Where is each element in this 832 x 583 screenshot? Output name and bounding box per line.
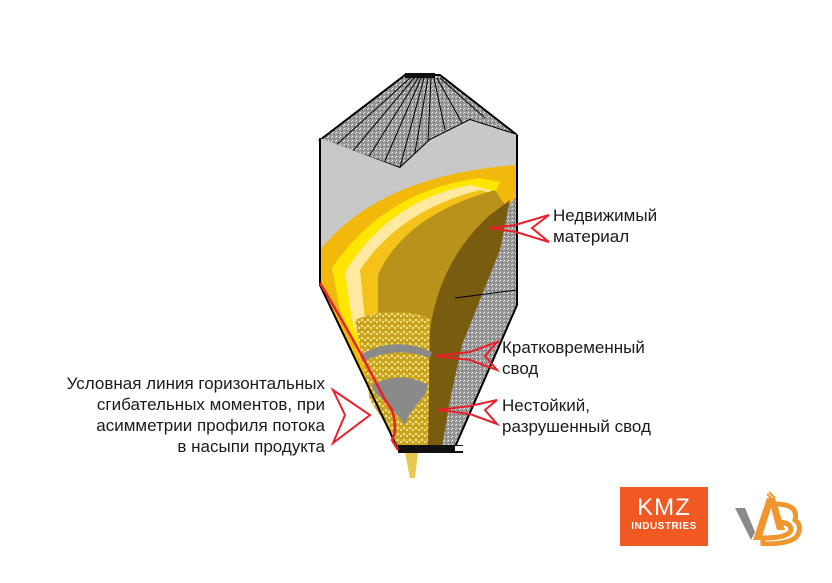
label-line: разрушенный свод — [502, 417, 651, 436]
label-unstable-arch: Нестойкий, разрушенный свод — [502, 395, 651, 437]
callout-arrows — [330, 214, 550, 447]
arrow-bending-line — [330, 387, 372, 447]
label-line: в насыпи продукта — [177, 437, 325, 456]
label-immobile-material: Недвижимый материал — [553, 205, 657, 247]
temporary-arch — [360, 344, 432, 362]
label-line: Условная линия горизонтальных — [66, 374, 325, 393]
kmz-logo-title: KMZ — [637, 494, 691, 521]
label-line: Нестойкий, — [502, 396, 590, 415]
unstable-arch — [372, 377, 428, 425]
falling-grain — [405, 453, 418, 478]
label-bending-line: Условная линия горизонтальных сгибательн… — [67, 373, 325, 457]
label-line: Недвижимый — [553, 206, 658, 225]
label-temporary-arch: Кратковременный свод — [502, 337, 645, 379]
arrow-immobile — [489, 214, 550, 243]
stagnant-wall-material — [440, 195, 517, 447]
label-line: асимметрии профиля потока — [96, 416, 325, 435]
vab-logo — [735, 491, 803, 546]
outlet — [398, 445, 463, 453]
label-line: материал — [553, 227, 630, 246]
bending-moment-line — [318, 282, 400, 451]
label-line: сгибательных моментов, при — [96, 395, 325, 414]
kmz-logo-subtitle: INDUSTRIES — [631, 521, 697, 532]
label-line: свод — [502, 359, 539, 378]
silo-roof — [317, 73, 518, 170]
arrow-unstable-arch — [437, 399, 501, 427]
kmz-logo: KMZ INDUSTRIES — [620, 487, 708, 546]
arrow-temporary-arch — [434, 339, 501, 373]
stagnant-dark-material — [420, 200, 510, 447]
label-line: Кратковременный — [502, 338, 645, 357]
